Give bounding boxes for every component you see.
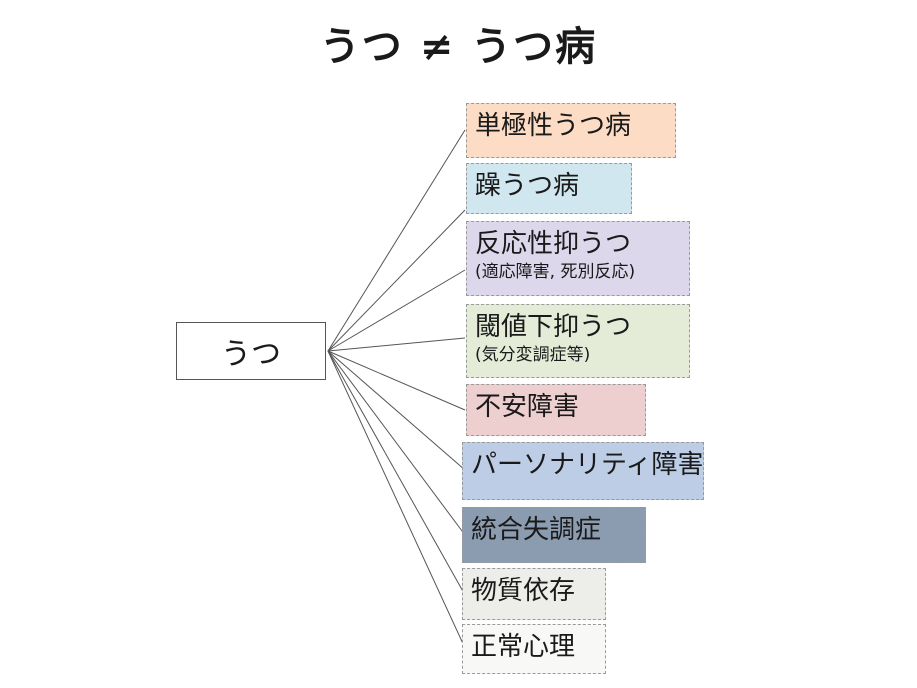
connector-line	[327, 350, 466, 471]
category-node-subthreshold: 閾値下抑うつ (気分変調症等)	[466, 304, 690, 378]
connector-line	[327, 269, 466, 352]
node-label: 閾値下抑うつ	[475, 312, 632, 342]
node-label: 物質依存	[471, 576, 576, 606]
node-label: 不安障害	[475, 392, 580, 422]
category-node-reactive: 反応性抑うつ (適応障害, 死別反応)	[466, 221, 690, 296]
node-label: 躁うつ病	[475, 171, 580, 201]
connector-line	[327, 350, 466, 649]
connector-line	[327, 209, 466, 352]
node-sublabel: (適応障害, 死別反応)	[475, 262, 636, 282]
category-node-schizophrenia: 統合失調症	[462, 507, 646, 563]
node-label: 反応性抑うつ	[475, 229, 632, 259]
page-title: うつ ≠ うつ病	[319, 23, 598, 70]
category-node-bipolar: 躁うつ病	[466, 163, 632, 214]
category-node-unipolar: 単極性うつ病	[466, 103, 676, 158]
category-node-substance: 物質依存	[462, 568, 606, 620]
category-node-personality: パーソナリティ障害	[462, 442, 704, 500]
connector-line	[327, 350, 466, 536]
node-label: パーソナリティ障害	[471, 450, 704, 480]
node-sublabel: (気分変調症等)	[475, 345, 591, 365]
connector-line	[327, 337, 466, 352]
connector-line	[327, 350, 466, 596]
category-node-normal: 正常心理	[462, 624, 606, 674]
connector-line	[327, 350, 466, 411]
root-node: うつ	[176, 322, 326, 380]
category-node-anxiety: 不安障害	[466, 384, 646, 436]
node-label: 単極性うつ病	[475, 111, 632, 141]
connector-line	[327, 129, 466, 352]
node-label: 統合失調症	[471, 515, 602, 545]
root-label: うつ	[221, 337, 281, 372]
node-label: 正常心理	[471, 632, 576, 662]
